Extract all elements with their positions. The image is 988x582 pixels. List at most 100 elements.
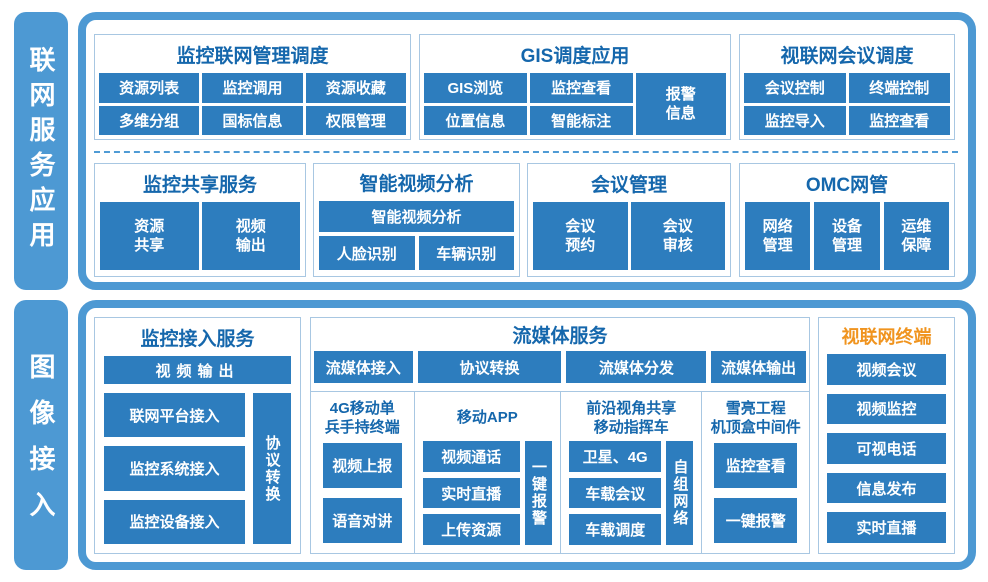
- access-cell-stack: 联网平台接入 监控系统接入 监控设备接入: [104, 393, 245, 544]
- box-title: 智能视频分析: [359, 174, 474, 195]
- cell-grid: 会议控制 终端控制 监控导入 监控查看: [740, 73, 954, 139]
- box-monitor-access-service: 监控接入服务 视频输出 联网平台接入 监控系统接入 监控设备接入 协议转换: [94, 317, 301, 554]
- box-omc-network-management: OMC网管 网络 管理 设备 管理 运维 保障: [739, 163, 955, 277]
- cell: 流媒体接入: [314, 351, 413, 383]
- cell: 资源 共享: [100, 202, 199, 270]
- section-label-text: 图像接入: [26, 353, 56, 537]
- cell-stack: 视频通话 实时直播 上传资源: [422, 441, 520, 546]
- column-mobile-app: 移动APP 视频通话 实时直播 上传资源 一键报警: [413, 392, 560, 553]
- cell: 人脸识别: [319, 236, 415, 270]
- cell-grid: 报警 信息 GIS浏览 监控查看 位置信息 智能标注: [420, 73, 730, 139]
- box-title: 监控接入服务: [140, 328, 255, 350]
- cell: 资源收藏: [305, 73, 406, 103]
- cell: 网络 管理: [745, 202, 811, 270]
- cell-grid: 会议 预约 会议 审核: [528, 202, 730, 276]
- cell-grid: 资源列表 监控调用 资源收藏 多维分组 国标信息 权限管理: [95, 73, 410, 139]
- cell: 卫星、4G: [569, 441, 662, 472]
- cell-stack: 监控查看 一键报警: [710, 441, 801, 545]
- cell: 实时直播: [422, 477, 520, 509]
- cell: 可视电话: [827, 433, 946, 464]
- box-monitor-sharing-service: 监控共享服务 资源 共享 视频 输出: [94, 163, 306, 277]
- cell: 视频 输出: [201, 202, 300, 270]
- cell: 监控设备接入: [104, 499, 245, 544]
- cell-wide: 智能视频分析: [319, 201, 514, 232]
- cell: 会议控制: [744, 73, 846, 103]
- dashed-divider: [94, 151, 958, 153]
- cell-protocol-conversion-vertical: 协议转换: [253, 393, 291, 544]
- cell-self-organizing-network-vertical: 自组网络: [666, 441, 694, 545]
- cell: 监控系统接入: [104, 446, 245, 491]
- box-gis-dispatch: GIS调度应用 报警 信息 GIS浏览 监控查看 位置信息 智能标注: [419, 34, 731, 140]
- cell: 监控查看: [848, 105, 950, 135]
- box-title: 监控共享服务: [142, 174, 257, 196]
- column-content: 视频通话 实时直播 上传资源 一键报警: [422, 441, 552, 546]
- box-streaming-media-service: 流媒体服务 流媒体接入 协议转换 流媒体分发 流媒体输出 4G移动单 兵手持终端…: [310, 317, 810, 554]
- column-title: 雪亮工程 机顶盒中间件: [710, 399, 801, 437]
- column-title: 移动APP: [456, 409, 518, 427]
- cell: 监控查看: [714, 443, 797, 488]
- cell-alarm-info: 报警 信息: [635, 73, 726, 135]
- box-title: 视联网会议调度: [780, 45, 914, 67]
- cell: 车辆识别: [418, 236, 514, 270]
- cell: 车载会议: [569, 477, 662, 509]
- cell: 监控调用: [202, 73, 303, 103]
- cell: 监控导入: [744, 105, 846, 135]
- box-title: 流媒体服务: [512, 326, 608, 347]
- cell: 资源列表: [99, 73, 200, 103]
- column-mobile-command-vehicle: 前沿视角共享 移动指挥车 卫星、4G 车载会议 车载调度 自组网络: [560, 392, 701, 553]
- cell: 实时直播: [827, 512, 946, 543]
- column-content: 视频上报 语音对讲: [319, 441, 406, 545]
- cell: 监控查看: [529, 73, 633, 103]
- cell-grid: 人脸识别 车辆识别: [314, 232, 519, 276]
- column-content: 卫星、4G 车载会议 车载调度 自组网络: [569, 441, 694, 546]
- column-title: 4G移动单 兵手持终端: [324, 399, 400, 437]
- cell: 流媒体输出: [711, 351, 806, 383]
- terminal-cell-stack: 视频会议 视频监控 可视电话 信息发布 实时直播: [819, 354, 954, 553]
- cell: 信息发布: [827, 472, 946, 504]
- cell-grid: 网络 管理 设备 管理 运维 保障: [740, 202, 954, 276]
- cell: 流媒体分发: [566, 351, 707, 383]
- stream-top-cells: 流媒体接入 协议转换 流媒体分发 流媒体输出: [311, 351, 809, 383]
- cell: 位置信息: [424, 105, 527, 135]
- box-video-conference-dispatch: 视联网会议调度 会议控制 终端控制 监控导入 监控查看: [739, 34, 955, 140]
- cell: 智能标注: [529, 105, 633, 135]
- access-lower-area: 联网平台接入 监控系统接入 监控设备接入 协议转换: [95, 384, 300, 553]
- cell-one-key-alarm-vertical: 一键报警: [525, 441, 552, 545]
- box-title: 会议管理: [590, 174, 667, 196]
- box-intelligent-video-analysis: 智能视频分析 智能视频分析 人脸识别 车辆识别: [313, 163, 520, 277]
- cell-stack: 卫星、4G 车载会议 车载调度: [569, 441, 662, 546]
- cell: 运维 保障: [883, 202, 949, 270]
- cell: 终端控制: [848, 73, 950, 103]
- column-title: 前沿视角共享 移动指挥车: [586, 399, 677, 437]
- box-title-orange: 视联网终端: [841, 327, 932, 347]
- section-label-network-services: 联网服务应用: [14, 12, 68, 290]
- box-title: GIS调度应用: [520, 45, 630, 67]
- column-content: 监控查看 一键报警: [710, 441, 801, 545]
- cell: 权限管理: [305, 105, 406, 135]
- box-monitor-network-dispatch: 监控联网管理调度 资源列表 监控调用 资源收藏 多维分组 国标信息 权限管理: [94, 34, 411, 140]
- cell: 国标信息: [202, 105, 303, 135]
- box-conference-management: 会议管理 会议 预约 会议 审核: [527, 163, 731, 277]
- cell: 视频通话: [422, 441, 520, 472]
- cell: 多维分组: [99, 105, 200, 135]
- cell-stack: 视频上报 语音对讲: [319, 441, 406, 545]
- cell-video-output: 视频输出: [104, 356, 291, 384]
- cell: 一键报警: [714, 498, 797, 543]
- cell: 联网平台接入: [104, 393, 245, 438]
- cell: 协议转换: [417, 351, 562, 383]
- cell: 视频会议: [827, 354, 946, 385]
- box-title: OMC网管: [805, 174, 889, 196]
- cell: 会议 审核: [630, 202, 725, 270]
- cell: 车载调度: [569, 514, 662, 546]
- cell: 设备 管理: [814, 202, 880, 270]
- column-sharp-eyes-set-top-box: 雪亮工程 机顶盒中间件 监控查看 一键报警: [701, 392, 809, 553]
- cell-grid: 资源 共享 视频 输出: [95, 202, 305, 276]
- column-4g-handheld-terminal: 4G移动单 兵手持终端 视频上报 语音对讲: [311, 392, 414, 553]
- stream-sub-columns: 4G移动单 兵手持终端 视频上报 语音对讲 移动APP 视频通话 实时直播 上传…: [311, 391, 809, 553]
- section-label-text: 联网服务应用: [26, 46, 56, 256]
- cell: 会议 预约: [533, 202, 628, 270]
- box-video-network-terminal: 视联网终端 视频会议 视频监控 可视电话 信息发布 实时直播: [818, 317, 955, 554]
- box-title: 监控联网管理调度: [176, 45, 329, 67]
- cell: 视频监控: [827, 393, 946, 425]
